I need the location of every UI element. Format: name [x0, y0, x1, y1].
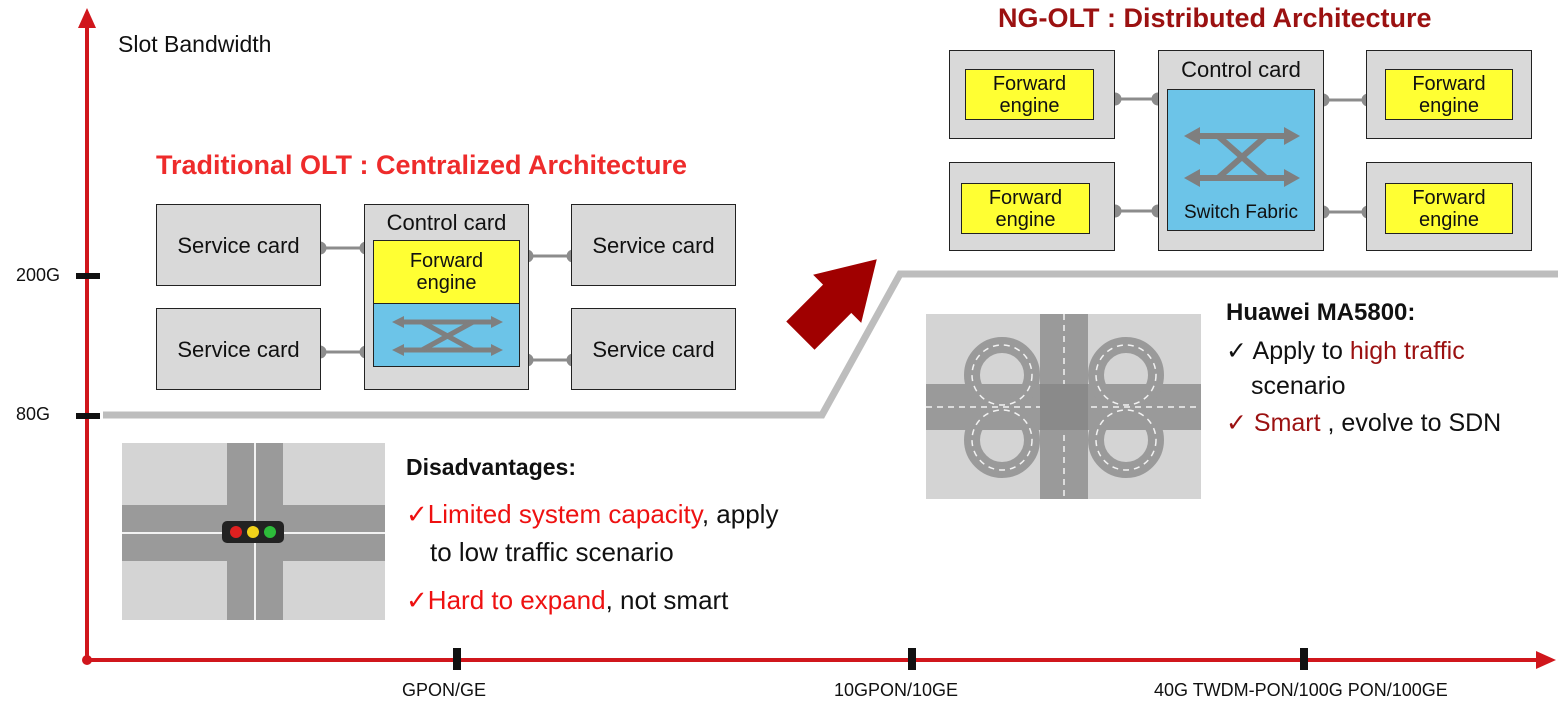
huawei-2-highlight: Smart: [1253, 409, 1321, 437]
huawei-item-2: ✓ Smart , evolve to SDN: [1226, 406, 1501, 440]
x-tick-label-gpon: GPON/GE: [402, 680, 487, 700]
forward-engine-label-line2: engine: [1418, 94, 1480, 117]
traditional-switch-block: [373, 303, 520, 367]
huawei-2-rest: , evolve to SDN: [1320, 409, 1502, 437]
cloverleaf-interchange-image: [926, 314, 1201, 499]
evolution-arrow: [786, 259, 877, 350]
forward-engine-label-line1: Forward: [1412, 72, 1486, 95]
y-tick-label-80g: 80G: [16, 404, 51, 424]
x-tick-label-40g: 40G TWDM-PON/100G PON/100GE: [1154, 680, 1448, 700]
check-icon: ✓: [1226, 409, 1247, 437]
forward-engine-label-line2: engine: [1418, 208, 1480, 231]
ng-forward-engine-bottom-right: Forward engine: [1385, 183, 1513, 234]
ng-forward-engine-top-right: Forward engine: [1385, 69, 1513, 120]
disadvantage-2-highlight: Hard to expand: [427, 585, 606, 615]
huawei-1-highlight: high traffic: [1349, 337, 1465, 365]
ng-switch-fabric: Switch Fabric: [1167, 89, 1315, 231]
x-tick-label-10gpon: 10GPON/10GE: [834, 680, 959, 700]
disadvantage-item-1: ✓Limited system capacity, apply: [406, 497, 778, 531]
service-card-top-left: Service card: [156, 204, 321, 286]
disadvantage-item-2: ✓Hard to expand, not smart: [406, 583, 728, 617]
disadvantage-1-highlight: Limited system capacity: [427, 499, 702, 529]
traditional-forward-engine: Forward engine: [373, 240, 520, 304]
y-tick-label-200g: 200G: [16, 265, 61, 285]
check-icon: ✓: [1226, 337, 1247, 365]
forward-engine-label-line1: Forward: [988, 186, 1063, 209]
forward-engine-label-line2: engine: [995, 208, 1056, 231]
forward-engine-label-line1: Forward: [992, 72, 1067, 95]
bandwidth-trend-line: [103, 270, 1558, 419]
huawei-heading: Huawei MA5800:: [1226, 299, 1416, 326]
service-card-label: Service card: [592, 233, 715, 258]
service-card-top-right: Service card: [571, 204, 736, 286]
service-card-bottom-left: Service card: [156, 308, 321, 390]
forward-engine-label-line2: engine: [999, 94, 1060, 117]
control-card-label: Control card: [386, 210, 507, 235]
huawei-item-1: ✓ Apply to high traffic: [1226, 334, 1465, 368]
service-card-label: Service card: [177, 233, 300, 258]
disadvantage-item-1-line2: to low traffic scenario: [430, 537, 674, 567]
x-axis: [87, 648, 1556, 670]
switch-fabric-label: Switch Fabric: [1183, 202, 1299, 223]
ng-olt-title: NG-OLT : Distributed Architecture: [998, 3, 1432, 33]
crossroad-traffic-light-image: [122, 443, 385, 620]
traditional-olt-title: Traditional OLT : Centralized Architectu…: [156, 150, 688, 180]
service-card-label: Service card: [592, 337, 715, 362]
service-card-bottom-right: Service card: [571, 308, 736, 390]
huawei-item-1-line2: scenario: [1251, 372, 1346, 400]
ng-forward-engine-bottom-left: Forward engine: [961, 183, 1090, 234]
disadvantages-heading: Disadvantages:: [406, 454, 577, 480]
y-axis: [76, 8, 100, 665]
y-axis-label: Slot Bandwidth: [118, 31, 272, 57]
ng-forward-engine-top-left: Forward engine: [965, 69, 1094, 120]
disadvantage-1-rest: , apply: [701, 499, 779, 529]
check-icon: ✓: [406, 499, 428, 529]
switch-fabric-arrows-icon: [1184, 127, 1300, 187]
service-card-label: Service card: [177, 337, 300, 362]
forward-engine-label-line1: Forward: [1412, 186, 1486, 209]
switch-cross-arrows-icon: [392, 316, 503, 356]
forward-engine-label-line1: Forward: [409, 250, 484, 272]
check-icon: ✓: [406, 585, 428, 615]
disadvantage-2-rest: , not smart: [605, 585, 729, 615]
control-card-label: Control card: [1181, 57, 1301, 82]
huawei-1-pre: Apply to: [1252, 337, 1350, 365]
forward-engine-label-line2: engine: [416, 272, 477, 294]
